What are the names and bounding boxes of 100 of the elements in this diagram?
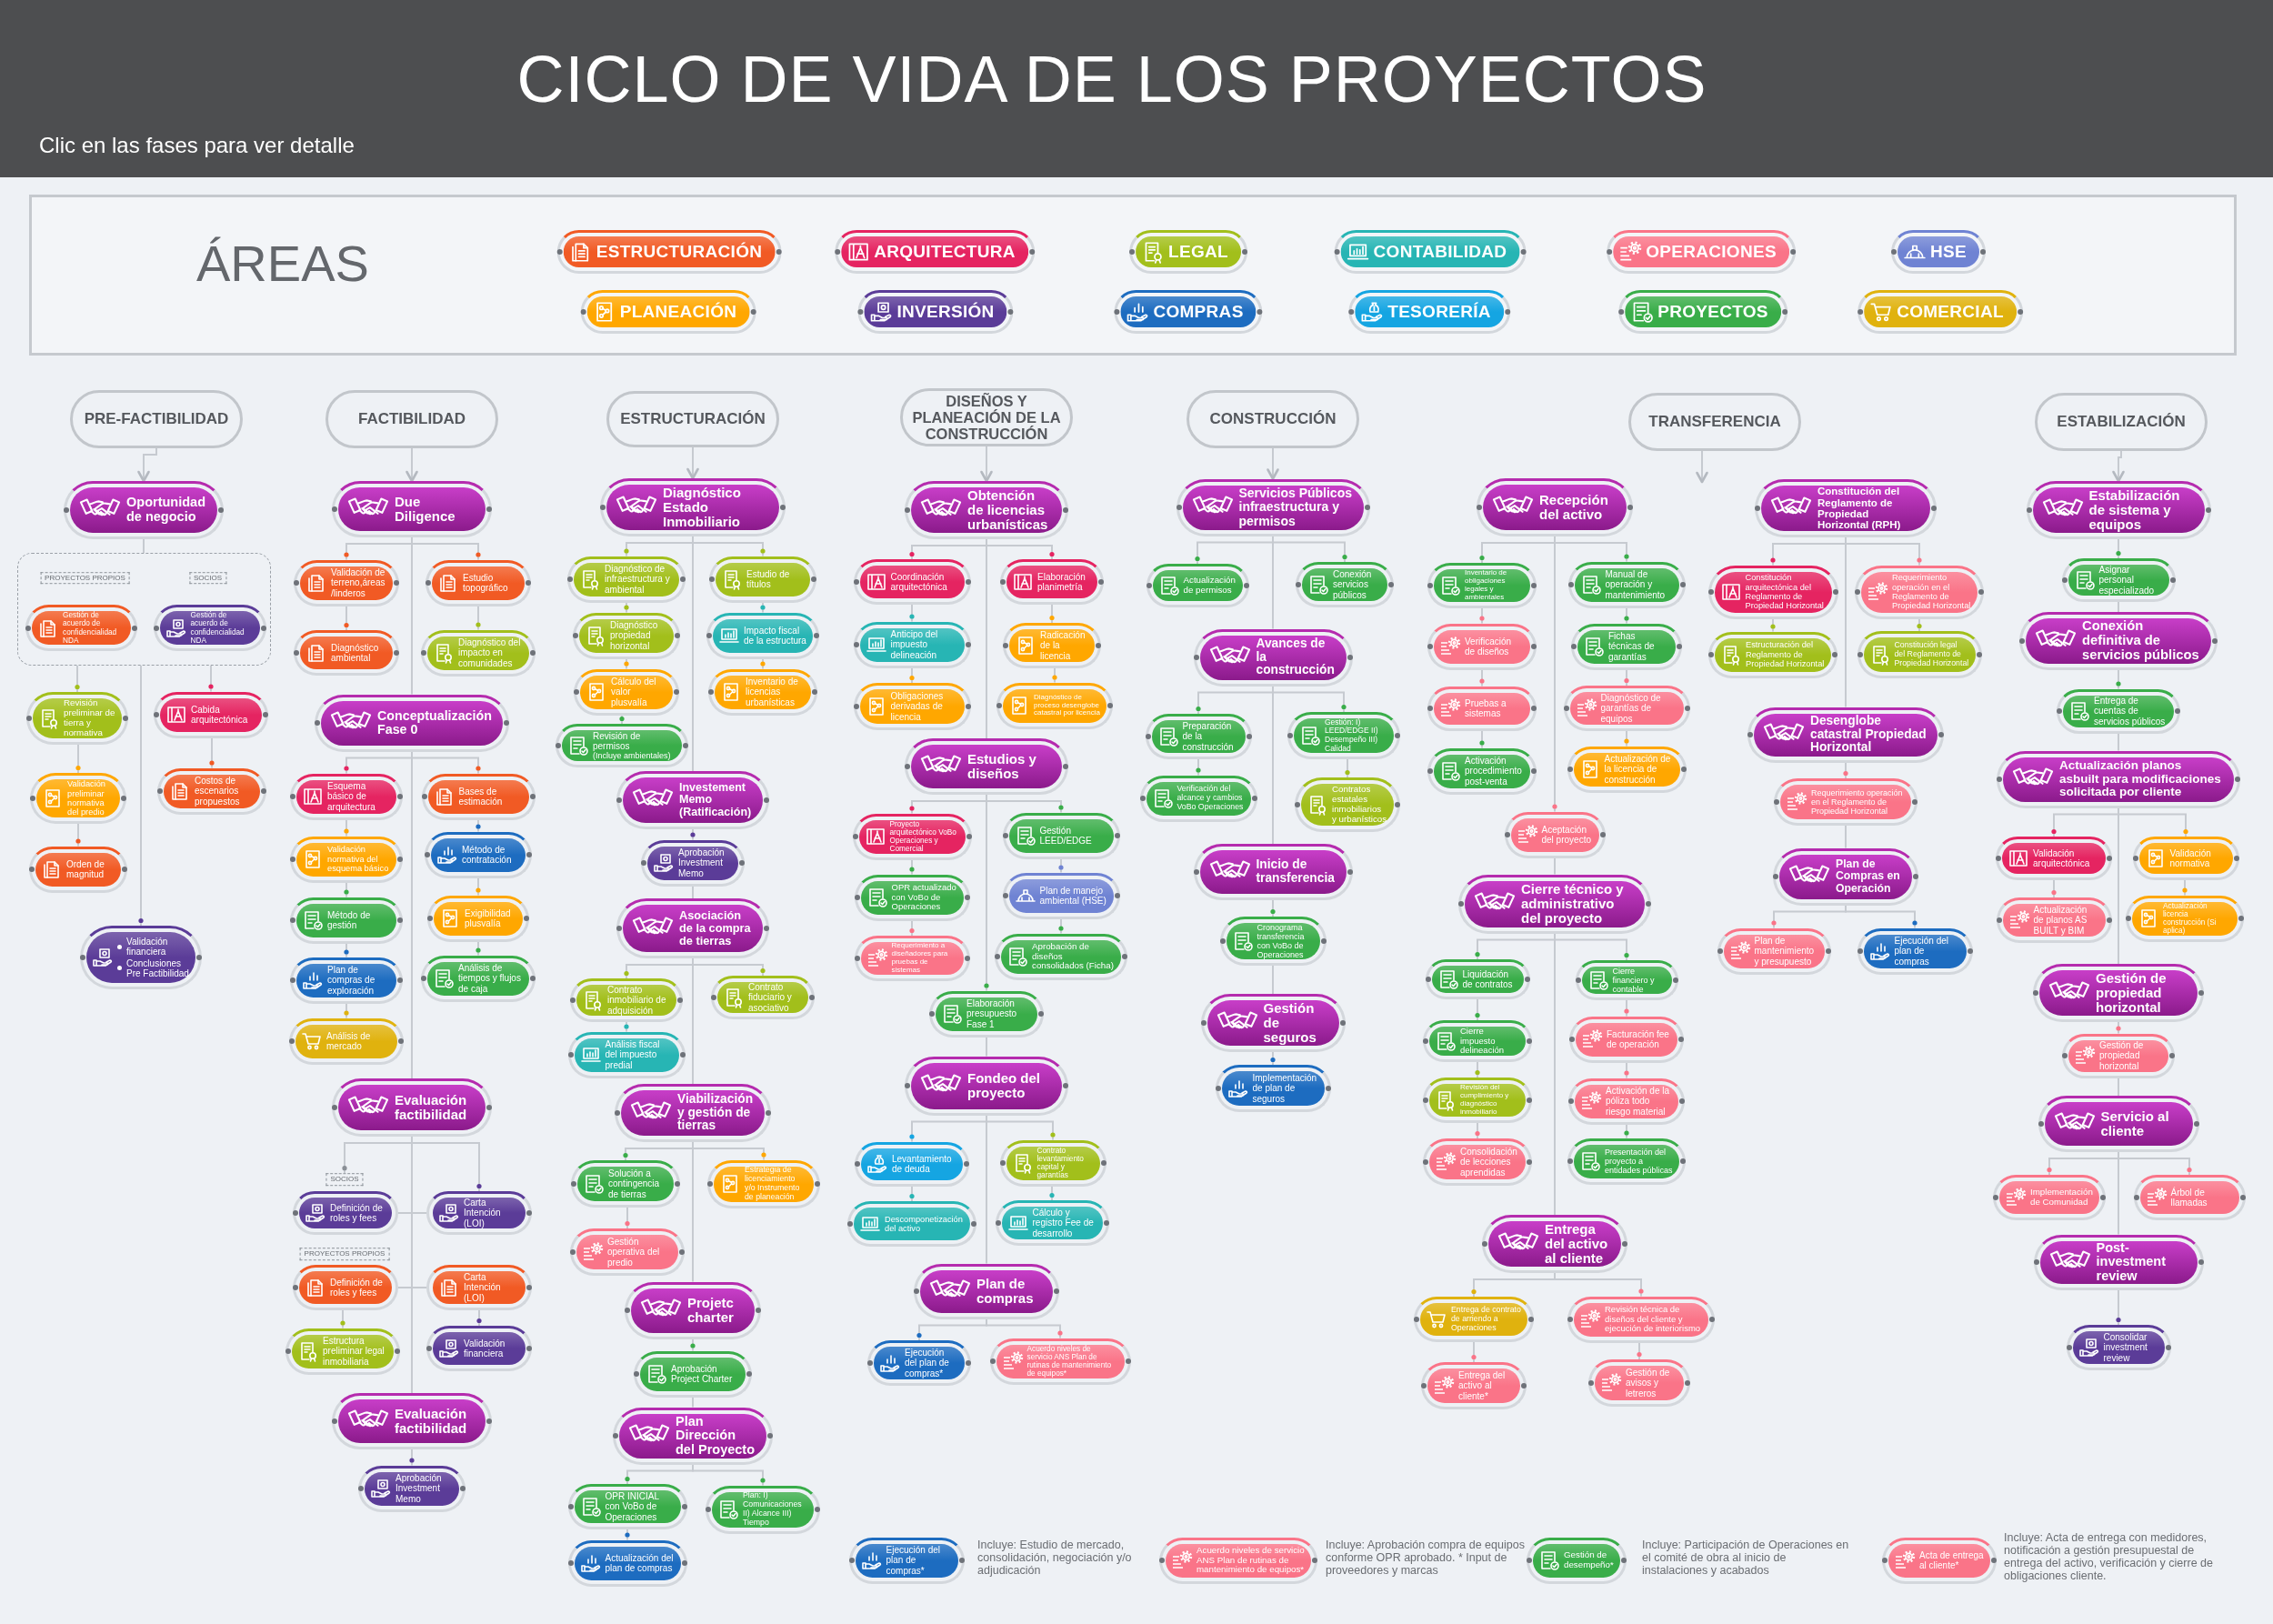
task-label: Activación de la póliza todo riesgo material bbox=[1606, 1086, 1671, 1117]
task-pill bbox=[1774, 778, 1918, 826]
task-label: Plan de mantenimiento y presupuesto bbox=[1754, 936, 1816, 967]
task-pill bbox=[853, 559, 971, 605]
task-pill bbox=[847, 1201, 976, 1247]
connector-line bbox=[344, 942, 349, 958]
task-label: Requerimiento operación en el Reglamento de Propiedad Horizontal bbox=[1811, 787, 1904, 817]
task-pill bbox=[157, 767, 266, 815]
page-title: CICLO DE VIDA DE LOS PROYECTOS bbox=[516, 44, 1707, 116]
task-pill bbox=[996, 682, 1113, 729]
task-pill bbox=[290, 773, 403, 820]
connector-line bbox=[1479, 668, 1485, 687]
connector-line bbox=[1479, 607, 1485, 625]
task-pill bbox=[1139, 775, 1257, 822]
task-pill bbox=[285, 1328, 400, 1375]
task-pill bbox=[1567, 746, 1687, 793]
connector-line bbox=[692, 957, 694, 1085]
task-pill bbox=[1146, 564, 1249, 607]
task-pill bbox=[995, 933, 1127, 980]
phase-title: CONSTRUCCIÓN bbox=[1209, 410, 1337, 428]
task-pill bbox=[1423, 1020, 1532, 1062]
connector-line bbox=[75, 744, 81, 774]
connector-line bbox=[2118, 732, 2119, 752]
connector-line bbox=[1845, 536, 1847, 708]
task-pill bbox=[1857, 927, 1973, 975]
task-pill bbox=[1427, 563, 1537, 608]
task-label: Análisis de tiempos y flujos de caja bbox=[458, 963, 522, 994]
milestone-label: Gestión de propiedad horizontal bbox=[2096, 970, 2168, 1016]
milestone-label: Obtención de licencias urbanísticas bbox=[967, 487, 1049, 533]
task-label: Manual de operación y mantenimiento bbox=[1605, 569, 1667, 600]
task-pill bbox=[854, 874, 970, 921]
task-pill bbox=[1423, 1078, 1532, 1123]
milestone-label: Recepción del activo bbox=[1539, 492, 1609, 523]
legend-label: HSE bbox=[1930, 242, 1967, 262]
task-label: Gestión operativa del predio bbox=[607, 1237, 661, 1268]
task-pill bbox=[290, 836, 403, 883]
task-pill bbox=[573, 612, 680, 659]
connector-line bbox=[1272, 685, 1274, 845]
task-pill bbox=[855, 1141, 969, 1187]
task-label: Entrega de contrato de arriendo a Operaciones bbox=[1451, 1306, 1521, 1333]
arrow bbox=[1267, 447, 1279, 480]
milestone-label: Oportunidad de negocio bbox=[126, 496, 206, 525]
task-label: Gestión: I) LEED/EDGE II) Desempeño III) Calidad bbox=[1325, 717, 1379, 754]
milestone-label: Plan de Compras en Operación bbox=[1836, 858, 1901, 895]
task-pill bbox=[1569, 1016, 1684, 1063]
connector-line bbox=[476, 940, 481, 957]
section-heading: ÁREAS bbox=[196, 235, 369, 294]
task-pill bbox=[1000, 559, 1104, 605]
task-label: Actualización licencia construcción (Si aplica) bbox=[2163, 901, 2218, 936]
connector-line bbox=[209, 737, 215, 769]
milestone-label: Cierre técnico y administrativo del proyecto bbox=[1521, 881, 1625, 927]
connector-line bbox=[909, 667, 915, 684]
task-label: Diagnóstico de garantías de equipos bbox=[1600, 693, 1662, 724]
legend-label: PLANEACIÓN bbox=[619, 302, 737, 322]
dashed-group-box bbox=[16, 553, 271, 666]
task-pill bbox=[154, 691, 268, 738]
task-label: Revisión del cumplimiento y diagnóstico inmobiliario bbox=[1460, 1084, 1510, 1117]
task-label: Actualización de la licencia de construcción bbox=[1604, 754, 1672, 785]
task-pill bbox=[1427, 686, 1537, 731]
connector-line bbox=[143, 538, 145, 554]
task-pill bbox=[1159, 1537, 1317, 1584]
legend-label: COMERCIAL bbox=[1897, 302, 2004, 322]
task-label: Estudio de títulos bbox=[746, 568, 791, 590]
task-label: Aceptación del proyecto bbox=[1541, 824, 1592, 846]
arrow bbox=[980, 446, 993, 483]
task-label: Estructuración del Reglamento de Propiedad Horizontal bbox=[1746, 640, 1825, 669]
task-pill bbox=[556, 724, 688, 767]
task-label: Obligaciones derivadas de licencia bbox=[890, 691, 945, 722]
task-pill bbox=[1588, 1359, 1690, 1407]
task-pill bbox=[1504, 811, 1606, 858]
connector-line bbox=[625, 1207, 630, 1229]
task-pill bbox=[294, 630, 399, 676]
milestone-label: Conexión definitiva de servicios públicos bbox=[2082, 619, 2200, 663]
task-pill bbox=[1708, 631, 1837, 678]
connector-line bbox=[411, 536, 413, 696]
task-label: Actualización de permisos bbox=[1183, 576, 1237, 596]
connector-line bbox=[909, 604, 915, 623]
task-label: Ejecución del plan de compras bbox=[1894, 936, 1949, 967]
milestone-label: Constitución del Reglamento de Propiedad Horizontal (RPH) bbox=[1817, 486, 1902, 531]
connector-line bbox=[1471, 1341, 1477, 1363]
task-pill bbox=[1996, 897, 2112, 943]
connector-line bbox=[75, 665, 80, 693]
task-pill bbox=[426, 559, 531, 606]
connector-line bbox=[1270, 899, 1276, 917]
task-label: Conclusiones Pre Factibilidad bbox=[126, 957, 189, 978]
task-pill bbox=[1567, 1296, 1715, 1343]
task-pill bbox=[421, 629, 536, 677]
milestone-label: Investement Memo (Ratificación) bbox=[679, 781, 752, 819]
task-pill bbox=[2061, 558, 2176, 602]
task-label: Levantamiento de deuda bbox=[892, 1153, 953, 1175]
task-pill bbox=[358, 1465, 466, 1512]
connector-line bbox=[1345, 758, 1350, 778]
connector-line bbox=[909, 919, 915, 937]
task-label: Revisión técnica de diseños del cliente y ejecución de interiorismo bbox=[1605, 1305, 1702, 1334]
connector-line bbox=[1843, 761, 1848, 779]
task-pill bbox=[153, 605, 266, 651]
task-label: Inventario de obligaciones legales y ambientales bbox=[1465, 569, 1508, 602]
milestone-label: Actualización planos asbuilt para modificaciones solicitada por cliente bbox=[2059, 759, 2222, 799]
connector-line bbox=[1272, 535, 1274, 630]
task-pill bbox=[1527, 1537, 1627, 1584]
